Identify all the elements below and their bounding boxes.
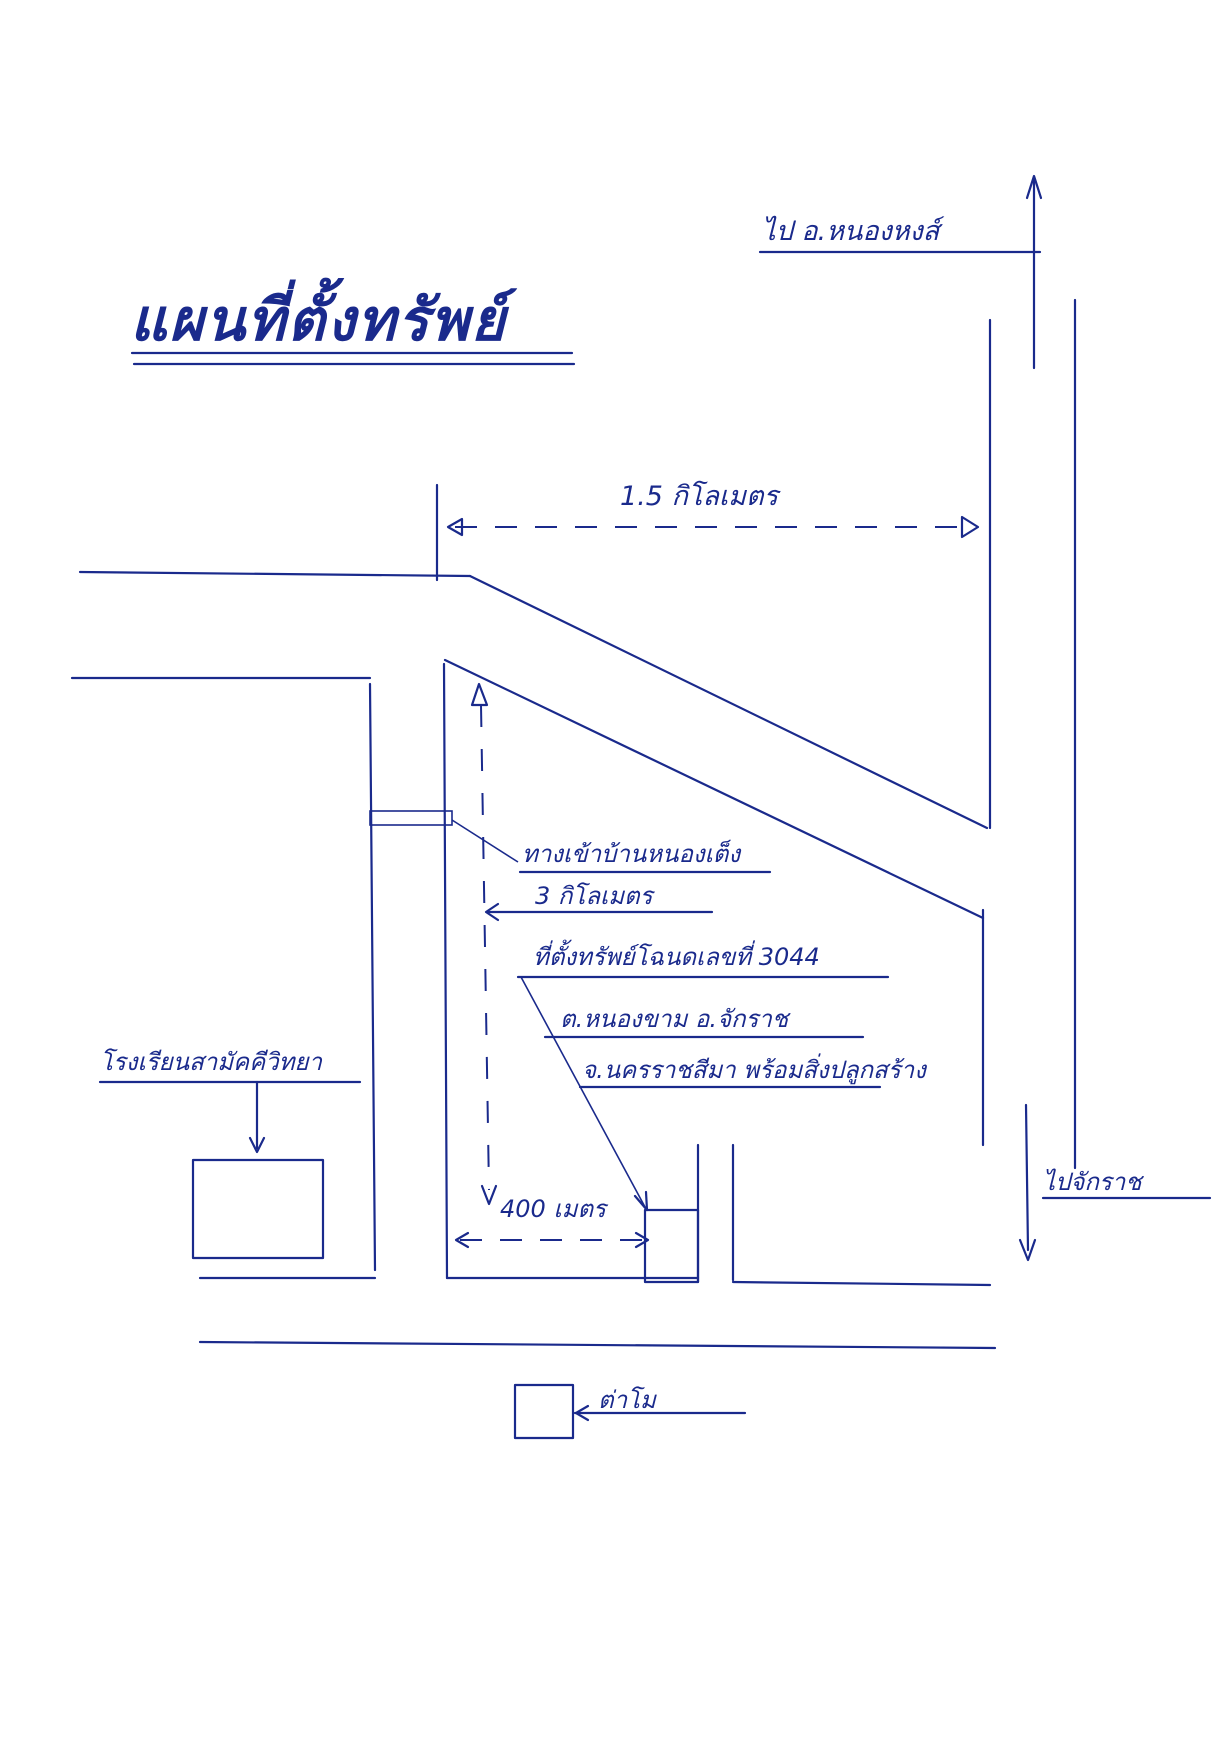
main-road-north-south bbox=[981, 298, 1077, 1170]
south-arrow-icon bbox=[1018, 1238, 1037, 1262]
property-line1-label: ที่ตั้งทรัพย์โฉนดเลขที่ 3044 bbox=[533, 939, 820, 971]
school: โรงเรียนสามัคคีวิทยา bbox=[98, 1048, 362, 1260]
school-building bbox=[191, 1158, 325, 1260]
arrow-left-icon bbox=[454, 1231, 470, 1249]
arrow-left-icon bbox=[446, 517, 464, 537]
shop-label: ต่าโม bbox=[598, 1386, 657, 1414]
distance-top-label: 1.5 กิโลเมตร bbox=[620, 480, 781, 512]
arrow-down-icon bbox=[248, 1136, 266, 1154]
arrow-down-icon bbox=[480, 1184, 498, 1206]
vertical-dashed-path bbox=[470, 682, 498, 1206]
property-line3-label: จ.นครราชสีมา พร้อมสิ่งปลูกสร้าง bbox=[582, 1053, 928, 1085]
property-description: ที่ตั้งทรัพย์โฉนดเลขที่ 3044 ต.หนองขาม อ… bbox=[516, 939, 928, 1212]
lower-road bbox=[198, 1143, 997, 1350]
diagonal-road bbox=[78, 570, 989, 920]
distance-bottom-label: 400 เมตร bbox=[500, 1195, 609, 1223]
village-gate-marker bbox=[369, 810, 453, 826]
to-nong-hong-sign: ไป อ.หนองหงส์ bbox=[758, 174, 1043, 370]
to-chakkarat-sign: ไปจักราช bbox=[1018, 1103, 1212, 1262]
arrow-left-icon bbox=[574, 1404, 590, 1422]
left-road bbox=[70, 662, 449, 1280]
arrow-left-icon bbox=[484, 902, 500, 922]
arrow-up-icon bbox=[470, 682, 489, 707]
to-nong-hong-label: ไป อ.หนองหงส์ bbox=[762, 215, 945, 247]
property-line2-label: ต.หนองขาม อ.จักราช bbox=[560, 1005, 791, 1033]
north-arrow-icon bbox=[1025, 174, 1043, 200]
shop: ต่าโม bbox=[513, 1383, 747, 1440]
distance-1-5-km: 1.5 กิโลเมตร bbox=[435, 480, 980, 582]
school-label: โรงเรียนสามัคคีวิทยา bbox=[100, 1048, 323, 1076]
arrow-right-icon bbox=[634, 1231, 650, 1249]
village-road-gate: ทางเข้าบ้านหนองเต็ง 3 กิโลเมตร bbox=[369, 810, 772, 922]
arrow-right-icon bbox=[960, 515, 980, 539]
shop-building bbox=[513, 1383, 575, 1440]
to-chakkarat-label: ไปจักราช bbox=[1043, 1168, 1144, 1196]
map-title: แผนที่ตั้งทรัพย์ bbox=[130, 277, 576, 366]
property-parcel-marker bbox=[643, 1208, 700, 1284]
distance-400-m: 400 เมตร bbox=[454, 1195, 650, 1249]
village-road-label: ทางเข้าบ้านหนองเต็ง bbox=[522, 839, 742, 868]
village-road-distance-label: 3 กิโลเมตร bbox=[535, 882, 656, 910]
map-title-text: แผนที่ตั้งทรัพย์ bbox=[130, 277, 518, 354]
property-parcel bbox=[643, 1143, 700, 1284]
